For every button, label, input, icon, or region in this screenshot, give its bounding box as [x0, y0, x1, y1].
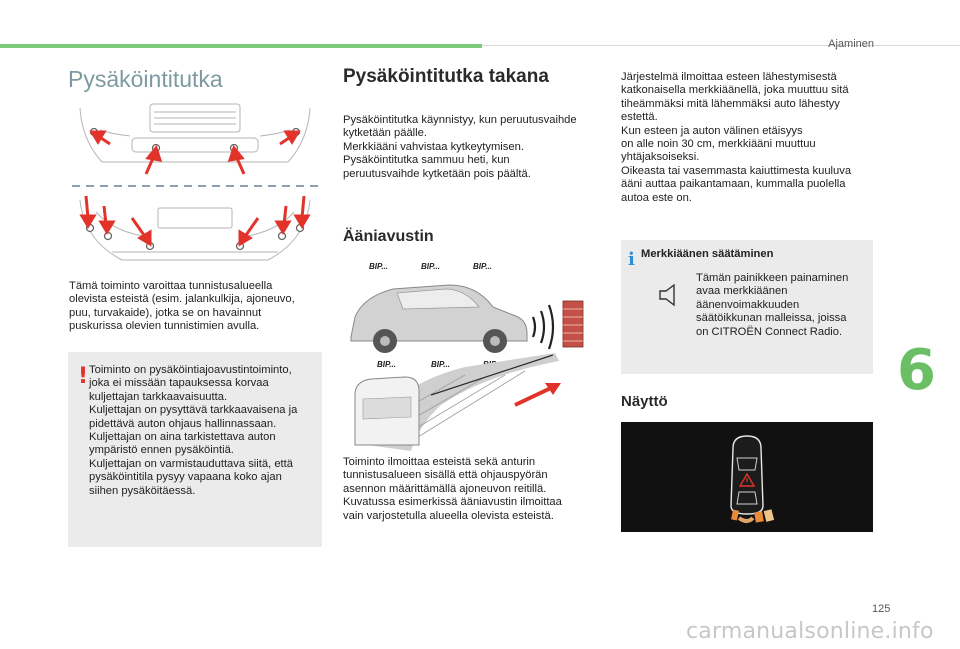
- warning-note: ! Toiminto on pysäköintiajoavustintoimin…: [68, 352, 322, 547]
- info-note: i Merkkiäänen säätäminen Tämän painikkee…: [621, 240, 873, 374]
- info-text: Tämän painikkeen painaminen avaa merkkiä…: [696, 272, 849, 338]
- info-title: Merkkiäänen säätäminen: [641, 248, 774, 260]
- rear-radar-paragraph: Pysäköintitutka käynnistyy, kun peruutus…: [343, 114, 577, 180]
- bip-label-5: BIP...: [431, 360, 450, 369]
- chapter-number: 6: [897, 338, 936, 403]
- page-number: 125: [872, 603, 891, 615]
- intro-paragraph: Tämä toiminto varoittaa tunnistusalueell…: [69, 280, 295, 333]
- audio-assist-paragraph: Toiminto ilmoittaa esteistä sekä anturin…: [343, 456, 562, 522]
- page-title: Pysäköintitutka: [68, 66, 223, 92]
- info-icon: i: [628, 249, 635, 270]
- section-label: Ajaminen: [828, 38, 874, 50]
- exclamation-icon: !: [78, 364, 89, 389]
- parking-display-screen: [621, 422, 873, 532]
- bip-label-1: BIP...: [369, 262, 388, 271]
- header-divider: [482, 45, 960, 46]
- parking-sensors-illustration: [72, 103, 318, 261]
- accent-bar: [0, 44, 482, 48]
- section-title-rear: Pysäköintitutka takana: [343, 66, 549, 87]
- bip-label-2: BIP...: [421, 262, 440, 271]
- section-title-audio: Ääniavustin: [343, 228, 434, 245]
- speaker-icon: [659, 283, 675, 307]
- bip-label-3: BIP...: [473, 262, 492, 271]
- bip-label-4: BIP...: [377, 360, 396, 369]
- warning-text: Toiminto on pysäköintiajoavustintoiminto…: [89, 364, 298, 497]
- beep-description-paragraph: Järjestelmä ilmoittaa esteen lähestymise…: [621, 71, 852, 204]
- section-title-display: Näyttö: [621, 393, 668, 410]
- audio-assist-illustration: BIP... BIP... BIP... BIP... BIP... BIP..…: [350, 262, 584, 451]
- watermark: carmanualsonline.info: [686, 619, 934, 644]
